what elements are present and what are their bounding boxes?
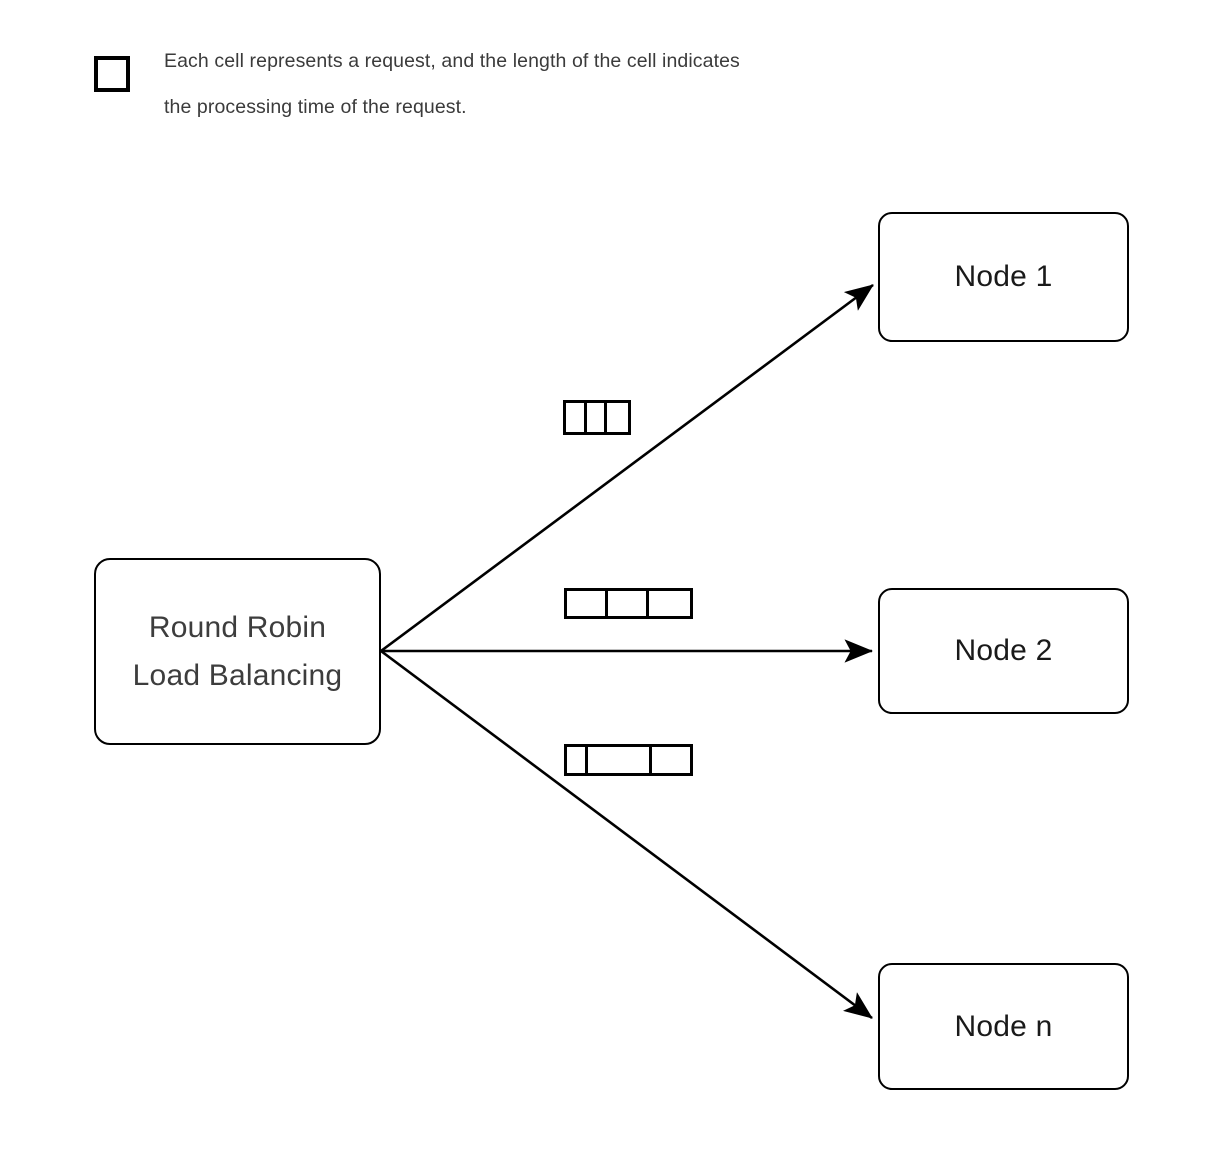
request-cell bbox=[608, 591, 649, 616]
request-cell bbox=[586, 403, 608, 432]
request-cell bbox=[648, 591, 690, 616]
load-balancer-box[interactable]: Round Robin Load Balancing bbox=[94, 558, 381, 745]
request-cell bbox=[607, 403, 628, 432]
request-cell bbox=[566, 403, 587, 432]
request-cell bbox=[567, 591, 608, 616]
load-balancer-label: Round Robin Load Balancing bbox=[132, 610, 343, 692]
empty-square-cell-icon bbox=[94, 56, 130, 92]
legend-caption: Each cell represents a request, and the … bbox=[164, 50, 740, 118]
node-label-node-n: Node n bbox=[954, 1009, 1053, 1043]
request-cell bbox=[588, 747, 652, 773]
request-queue-node-1 bbox=[563, 400, 631, 435]
node-box-node-2[interactable]: Node 2 bbox=[878, 588, 1129, 714]
request-cell bbox=[651, 747, 690, 773]
node-label-node-2: Node 2 bbox=[954, 634, 1053, 667]
node-box-node-n[interactable]: Node n bbox=[878, 963, 1129, 1090]
request-queue-node-n bbox=[564, 744, 693, 776]
node-box-node-1[interactable]: Node 1 bbox=[878, 212, 1129, 342]
request-queue-node-2 bbox=[564, 588, 693, 619]
edge-source-to-node-n bbox=[380, 649, 873, 1020]
request-cell bbox=[567, 747, 589, 773]
node-label-node-1: Node 1 bbox=[954, 260, 1053, 293]
